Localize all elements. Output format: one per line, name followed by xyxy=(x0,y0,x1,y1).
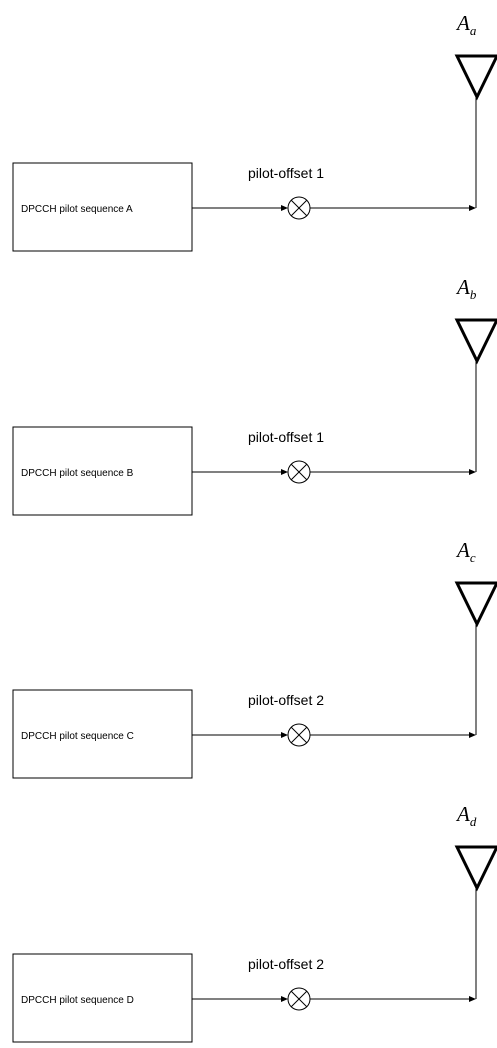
arrow-head-out xyxy=(469,205,476,211)
pilot-sequence-box xyxy=(12,426,193,516)
pilot-sequence-label: DPCCH pilot sequence A xyxy=(21,204,133,215)
branch-a: Aa DPCCH pilot sequence A pilot-offset 1 xyxy=(12,11,497,252)
pilot-sequence-box xyxy=(12,689,193,779)
branch-d: Ad DPCCH pilot sequence D pilot-offset 2 xyxy=(12,802,497,1043)
multiplier-icon xyxy=(287,987,311,1011)
branch-c: Ac DPCCH pilot sequence C pilot-offset 2 xyxy=(12,538,497,779)
arrow-head-out xyxy=(469,469,476,475)
pilot-sequence-label: DPCCH pilot sequence D xyxy=(21,995,134,1006)
multiplier-icon xyxy=(287,196,311,220)
multiplier-icon xyxy=(287,460,311,484)
antenna-label: Aa xyxy=(455,11,477,38)
arrow-head-out xyxy=(469,996,476,1002)
branch-b: Ab DPCCH pilot sequence B pilot-offset 1 xyxy=(12,275,497,516)
pilot-offset-label: pilot-offset 2 xyxy=(248,692,324,708)
antenna-label: Ac xyxy=(455,538,476,565)
arrow-head-in xyxy=(281,469,288,475)
arrow-head-in xyxy=(281,732,288,738)
arrow-head-in xyxy=(281,996,288,1002)
antenna-icon xyxy=(454,54,497,101)
arrow-head-in xyxy=(281,205,288,211)
antenna-icon xyxy=(454,845,497,892)
pilot-sequence-label: DPCCH pilot sequence C xyxy=(21,731,134,742)
antenna-label: Ab xyxy=(455,275,477,302)
antenna-icon xyxy=(454,318,497,365)
pilot-sequence-box xyxy=(12,162,193,252)
pilot-offset-label: pilot-offset 1 xyxy=(248,165,324,181)
arrow-head-out xyxy=(469,732,476,738)
multiplier-icon xyxy=(287,723,311,747)
pilot-sequence-box xyxy=(12,953,193,1043)
pilot-offset-label: pilot-offset 2 xyxy=(248,956,324,972)
antenna-icon xyxy=(454,581,497,628)
antenna-label: Ad xyxy=(455,802,477,829)
pilot-sequence-label: DPCCH pilot sequence B xyxy=(21,468,134,479)
pilot-offset-label: pilot-offset 1 xyxy=(248,429,324,445)
